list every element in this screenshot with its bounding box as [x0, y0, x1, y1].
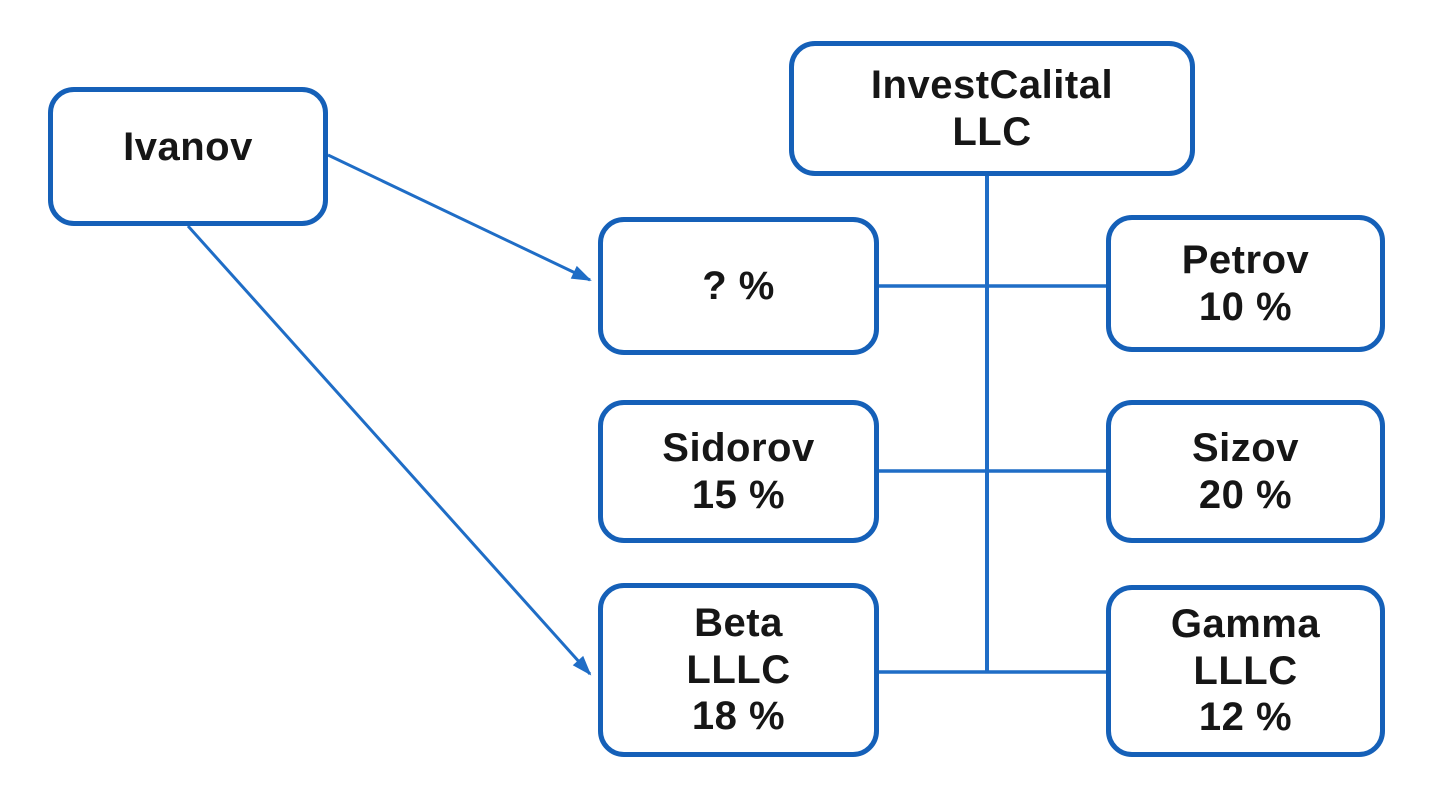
- node-sizov: Sizov 20 %: [1106, 400, 1385, 543]
- node-gamma-share: 12 %: [1198, 695, 1293, 740]
- node-sidorov-share: 15 %: [691, 472, 786, 517]
- node-beta-lllc: Beta LLLC 18 %: [598, 583, 879, 757]
- node-unknown-share-label: ? %: [702, 263, 775, 308]
- node-beta-name: Beta: [694, 600, 783, 645]
- node-petrov: Petrov 10 %: [1106, 215, 1385, 352]
- arrow-ivanov-to-unknown-share: [327, 153, 592, 282]
- node-sizov-name: Sizov: [1192, 425, 1299, 470]
- node-beta-share: 18 %: [691, 694, 786, 739]
- node-petrov-share: 10 %: [1198, 284, 1293, 329]
- node-sidorov-name: Sidorov: [662, 425, 815, 470]
- node-petrov-name: Petrov: [1181, 237, 1310, 282]
- arrow-ivanov-to-beta-lllc: [186, 224, 592, 676]
- node-sidorov: Sidorov 15 %: [598, 400, 879, 543]
- node-gamma-name: Gamma: [1170, 601, 1321, 646]
- node-beta-type: LLLC: [686, 647, 791, 692]
- node-ivanov: Ivanov: [48, 87, 328, 226]
- node-gamma-type: LLLC: [1193, 648, 1298, 693]
- node-gamma-lllc: Gamma LLLC 12 %: [1106, 585, 1385, 757]
- node-investcalital-line1: InvestCalital: [870, 62, 1114, 107]
- node-unknown-share: ? %: [598, 217, 879, 355]
- node-investcalital-llc: InvestCalital LLC: [789, 41, 1195, 176]
- node-investcalital-line2: LLC: [952, 109, 1032, 154]
- node-ivanov-label: Ivanov: [123, 125, 253, 170]
- node-sizov-share: 20 %: [1198, 472, 1293, 517]
